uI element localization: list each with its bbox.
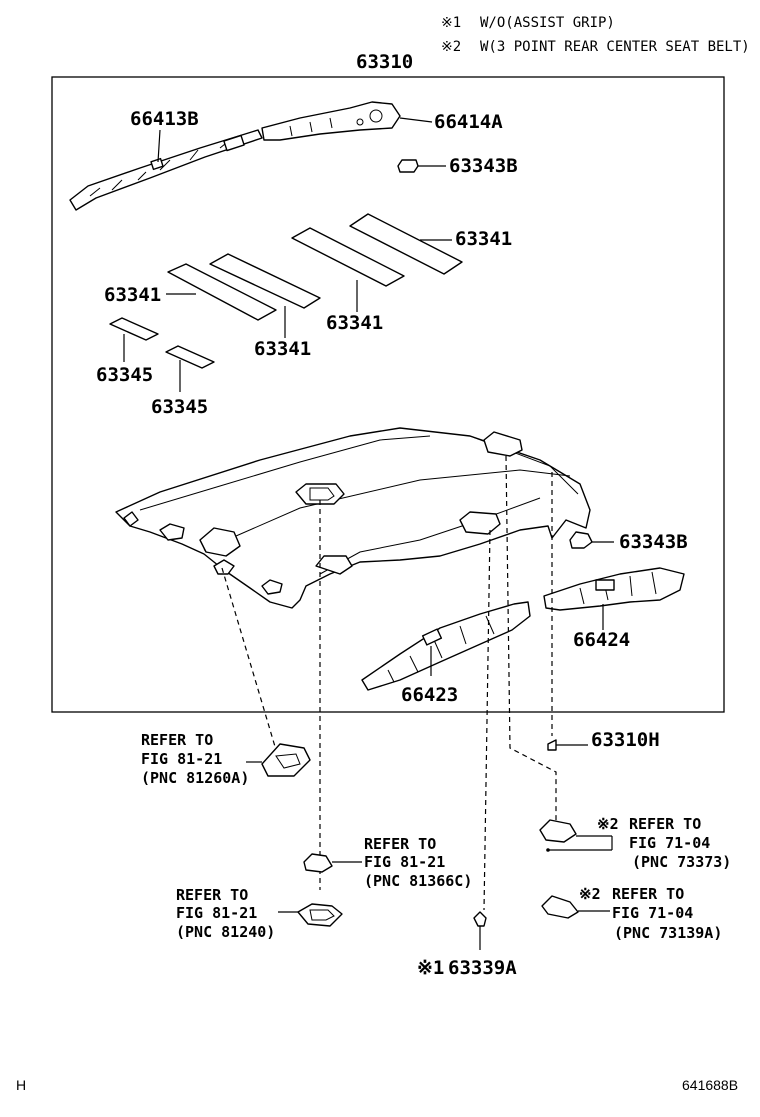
bracket-right-upper (261, 101, 401, 141)
ref3-line1: REFER TO (176, 886, 248, 904)
guide-line-3 (483, 529, 491, 911)
footer-right: 641688B (682, 1077, 738, 1093)
ref5-line1: REFER TO (612, 885, 684, 903)
label-63341-c: 63341 (326, 312, 383, 334)
ref3-part (297, 903, 343, 927)
spacer-b (165, 345, 215, 369)
label-63345-a: 63345 (96, 364, 153, 386)
ref1-line1: REFER TO (141, 731, 213, 749)
label-66413b: 66413B (130, 108, 199, 130)
ref2-line3: (PNC 81366C) (364, 872, 472, 890)
label-66414a: 66414A (434, 111, 503, 133)
cushion-lower (569, 531, 593, 549)
ref3-line3: (PNC 81240) (176, 923, 275, 941)
guide-line-4 (505, 455, 557, 822)
label-63341-a: 63341 (455, 228, 512, 250)
label-66424: 66424 (573, 629, 630, 651)
clip-part (547, 739, 557, 751)
ref5-line2: FIG 71-04 (612, 904, 693, 922)
label-63310h: 63310H (591, 729, 660, 751)
bracket-right-lower (543, 567, 685, 611)
ref4-mark: ※2 (597, 815, 619, 833)
note-1-text: W/O(ASSIST GRIP) (480, 15, 615, 31)
ref5-line3: (PNC 73139A) (614, 924, 722, 942)
ref2-part (303, 853, 333, 873)
label-66423: 66423 (401, 684, 458, 706)
footer-left: H (16, 1077, 26, 1093)
label-63341-b: 63341 (104, 284, 161, 306)
label-63343b-upper: 63343B (449, 155, 518, 177)
ref1-line3: (PNC 81260A) (141, 769, 249, 787)
ref5-part (541, 895, 579, 919)
ref2-line1: REFER TO (364, 835, 436, 853)
label-63345-b: 63345 (151, 396, 208, 418)
label-63341-d: 63341 (254, 338, 311, 360)
note-1-mark: ※1 (441, 15, 461, 31)
ref4-line2: FIG 71-04 (629, 834, 710, 852)
fastener-part (473, 911, 487, 927)
ref1-part (261, 743, 311, 777)
note-2-mark: ※2 (441, 39, 461, 55)
guide-line-1 (221, 567, 277, 751)
ref1-line2: FIG 81-21 (141, 750, 222, 768)
cushion-upper (397, 159, 419, 173)
note-2-text: W(3 POINT REAR CENTER SEAT BELT) (480, 39, 750, 55)
ref4-line3: (PNC 73373) (632, 853, 731, 871)
ref3-line2: FIG 81-21 (176, 904, 257, 922)
headliner-body (115, 427, 591, 609)
bracket-left-lower (361, 601, 531, 691)
ref2-line2: FIG 81-21 (364, 853, 445, 871)
ref5-mark: ※2 (579, 885, 601, 903)
spacer-a (109, 317, 159, 341)
pad-group (167, 213, 463, 321)
label-63339a-mark: ※1 (417, 957, 444, 979)
ref4-line1: REFER TO (629, 815, 701, 833)
assembly-number: 63310 (356, 51, 413, 73)
label-63339a: 63339A (448, 957, 517, 979)
assembly-frame (51, 76, 725, 713)
label-63343b-lower: 63343B (619, 531, 688, 553)
ref4-part (539, 819, 577, 843)
bracket-left-upper (69, 129, 263, 211)
